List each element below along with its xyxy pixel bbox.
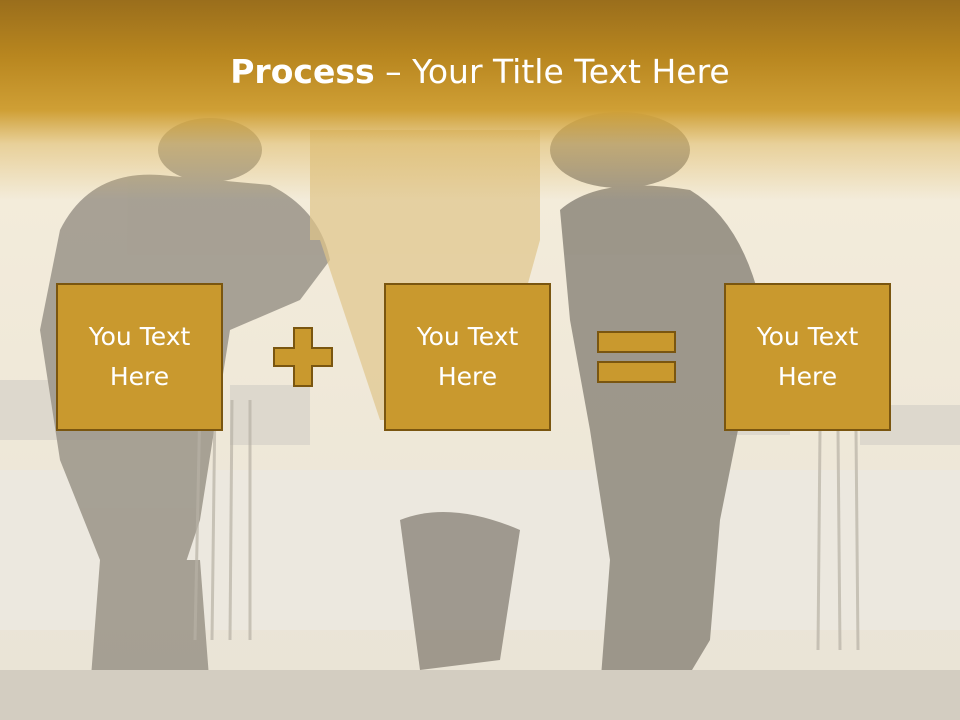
title-rest: – Your Title Text Here <box>374 52 730 91</box>
text-box-2-line1: You Text <box>416 322 519 351</box>
text-box-2[interactable]: You Text Here <box>384 283 551 431</box>
text-box-3[interactable]: You Text Here <box>724 283 891 431</box>
title-band <box>0 0 960 200</box>
slide-title: Process – Your Title Text Here <box>0 52 960 91</box>
title-bold: Process <box>230 52 375 91</box>
equals-icon <box>597 331 676 383</box>
text-box-1-line2: Here <box>109 362 170 391</box>
text-box-1-line1: You Text <box>88 322 191 351</box>
text-box-2-line2: Here <box>437 362 498 391</box>
plus-icon <box>273 327 333 387</box>
text-box-1[interactable]: You Text Here <box>56 283 223 431</box>
text-box-3-line2: Here <box>777 362 838 391</box>
text-box-3-line1: You Text <box>756 322 859 351</box>
